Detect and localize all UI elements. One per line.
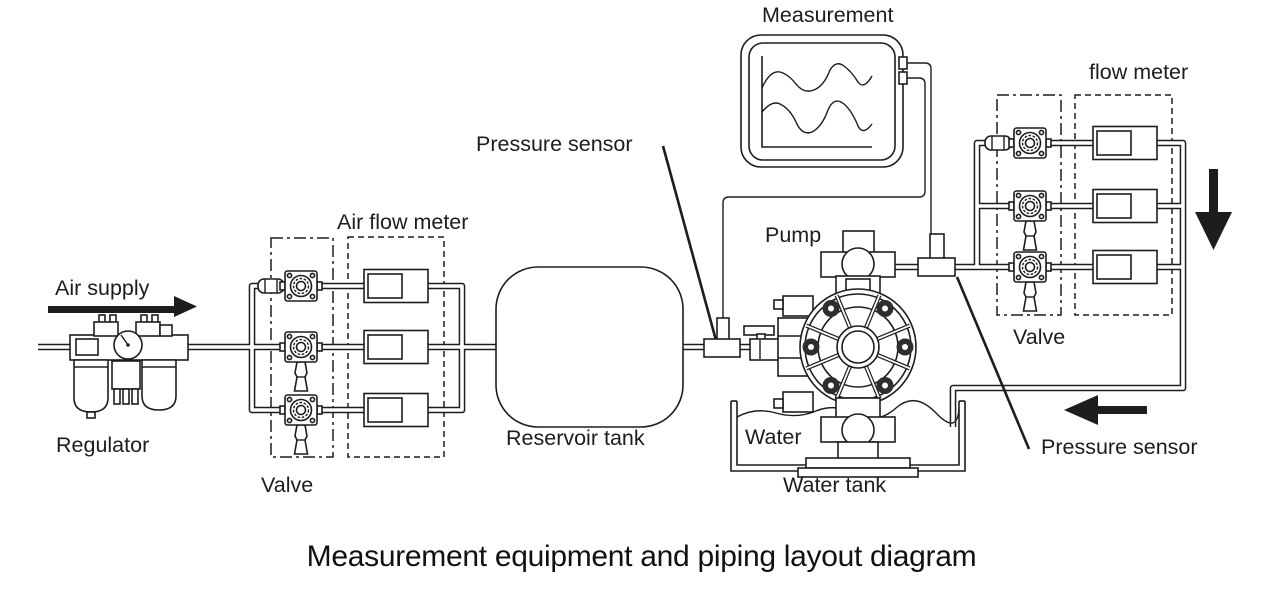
left-valve-1 — [279, 270, 323, 302]
suction-sensor-cable — [722, 77, 926, 319]
lubricator-bowl — [141, 359, 177, 411]
reservoir-tank-label: Reservoir tank — [506, 426, 645, 450]
flow-left-arrow — [1064, 395, 1147, 425]
discharge-pressure-sensor-label: Pressure sensor — [1041, 435, 1198, 459]
discharge-sensor-cable — [896, 62, 932, 234]
discharge-pressure-sensor — [917, 233, 956, 277]
regulator-label: Regulator — [56, 433, 150, 457]
reservoir-tank — [495, 266, 684, 428]
measurement-label: Measurement — [762, 3, 894, 27]
air-flow-meter-label: Air flow meter — [337, 210, 469, 234]
discharge-pressure-sensor-leader — [955, 276, 1031, 450]
waveform-1 — [761, 63, 873, 92]
sensor-cables — [722, 62, 932, 319]
diagram-caption: Measurement equipment and piping layout … — [306, 540, 977, 573]
right-valve-group-box — [996, 94, 1062, 316]
left-valve-3 — [279, 394, 323, 455]
suction-pressure-sensor-label: Pressure sensor — [476, 132, 633, 156]
measurement-monitor — [740, 34, 908, 168]
pump-label: Pump — [765, 223, 822, 247]
flow-meter-3 — [1092, 249, 1158, 285]
left-valve-label: Valve — [261, 473, 314, 497]
flow-meter-2 — [1092, 188, 1158, 224]
right-flow-meter-label: flow meter — [1089, 60, 1189, 84]
suction-pressure-sensor-leader — [661, 145, 719, 345]
right-valve-3 — [1008, 251, 1052, 312]
air-flow-meter-1 — [363, 268, 429, 304]
pump-base — [805, 457, 911, 469]
suction-pressure-sensor — [703, 317, 741, 358]
air-supply-arrow — [48, 296, 197, 317]
flow-meter-1 — [1092, 125, 1158, 161]
right-valve-1 — [1008, 127, 1052, 159]
waveform-2 — [761, 100, 873, 134]
water-tank-label: Water tank — [783, 473, 887, 497]
filter-bowl — [73, 359, 109, 413]
left-valve-2 — [279, 331, 323, 392]
right-pipe-union — [984, 135, 1012, 151]
air-supply-label: Air supply — [55, 276, 150, 300]
right-valve-label: Valve — [1013, 325, 1066, 349]
right-valve-2 — [1008, 190, 1052, 251]
flow-down-arrow — [1195, 169, 1232, 250]
leader-lines — [661, 145, 1031, 450]
air-flow-meter-3 — [363, 392, 429, 428]
pump-flange-bolts — [802, 300, 914, 394]
diaphragm-pump — [773, 230, 919, 478]
regulator-unit — [69, 314, 189, 419]
water-label: Water — [745, 425, 802, 449]
air-flow-meter-2 — [363, 329, 429, 365]
